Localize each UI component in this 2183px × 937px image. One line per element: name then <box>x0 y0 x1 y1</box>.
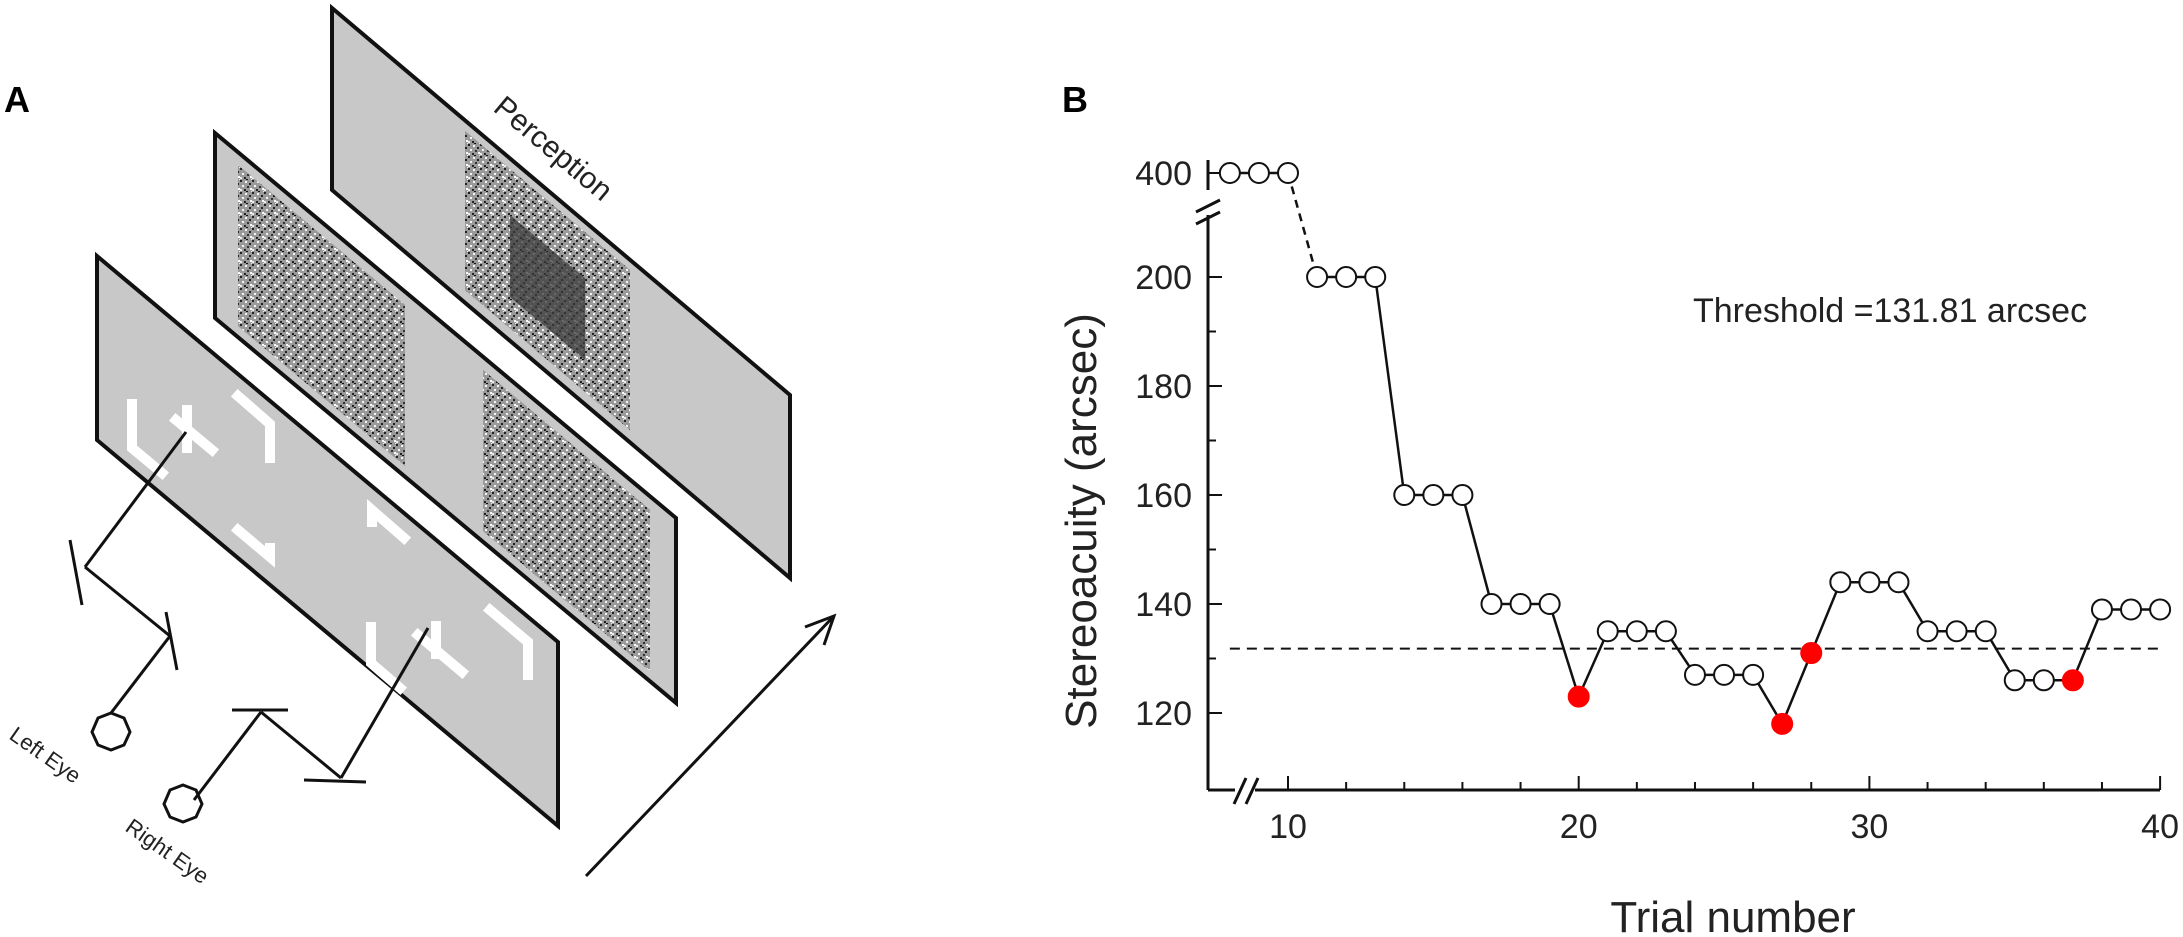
stereoacuity-chart: 120 140 160 180 200 400 10 20 30 40 Threshold =13… <box>1057 155 2179 937</box>
chart-ticks: 120 140 160 180 200 400 10 20 30 40 <box>1135 155 2179 846</box>
trial-point <box>1509 593 1532 615</box>
trial-point <box>1713 663 1736 686</box>
series-segment <box>2071 608 2104 681</box>
fixation-plane <box>95 251 560 831</box>
reversal-point <box>1800 642 1823 665</box>
y-axis-break-mark <box>1195 210 1221 226</box>
y-tick-label: 200 <box>1135 259 1192 297</box>
stereogram-plane <box>213 128 678 708</box>
series-segment <box>1810 581 1842 654</box>
y-tick-label: 400 <box>1135 155 1192 193</box>
trial-point <box>1683 663 1706 686</box>
trial-point <box>1306 266 1329 288</box>
trial-point <box>1829 571 1852 594</box>
y-axis-title: Stereoacuity (arcsec) <box>1057 313 1106 729</box>
series-segment <box>1548 603 1580 698</box>
y-tick-label: 180 <box>1135 368 1192 406</box>
series-segment <box>1373 276 1406 496</box>
trial-point <box>1277 162 1299 184</box>
trial-point <box>1858 571 1881 594</box>
series-segment <box>1577 630 1609 698</box>
trial-point <box>2120 598 2143 621</box>
trial-point <box>1451 484 1474 506</box>
x-axis-break-mark <box>1232 777 1248 805</box>
trial-point <box>1596 620 1619 643</box>
trial-point <box>2149 598 2172 621</box>
reversal-point <box>1771 712 1794 735</box>
trial-point <box>1480 593 1503 615</box>
trial-point <box>1654 620 1677 643</box>
panel-a-letter: A <box>4 79 30 120</box>
reversal-point <box>1567 685 1590 708</box>
trial-point <box>1218 162 1241 184</box>
trial-point <box>2003 669 2026 692</box>
y-tick-label: 120 <box>1135 695 1192 733</box>
x-tick-label: 40 <box>2141 808 2179 846</box>
optics-diagram <box>68 431 837 878</box>
panel-b-letter: B <box>1062 79 1088 120</box>
trial-point <box>1364 266 1387 288</box>
x-tick-label: 10 <box>1269 808 1307 846</box>
perception-plane: Perception <box>330 3 792 583</box>
trial-point <box>1393 484 1416 506</box>
x-axis-break-mark <box>1244 777 1260 805</box>
threshold-annotation: Threshold =131.81 arcsec <box>1693 292 2087 330</box>
x-axis-title: Trial number <box>1610 893 1855 937</box>
series-segment <box>1286 172 1319 278</box>
y-tick-label: 160 <box>1135 477 1192 515</box>
left-eye-label: Left Eye <box>5 722 85 789</box>
trial-point <box>2032 669 2055 692</box>
trial-point <box>1335 266 1358 288</box>
trial-point <box>2090 598 2113 621</box>
reversal-point <box>2061 669 2084 692</box>
right-eye-label: Right Eye <box>121 814 213 889</box>
trial-point <box>1742 663 1765 686</box>
trial-point <box>1422 484 1445 506</box>
series-segment <box>1461 494 1493 605</box>
trial-point <box>1887 571 1910 594</box>
x-tick-label: 20 <box>1560 808 1598 846</box>
trial-point <box>1974 620 1997 643</box>
trial-point <box>1945 620 1968 643</box>
series-segment <box>1781 652 1813 725</box>
trial-point <box>1538 593 1561 615</box>
series-lines <box>1229 171 2161 725</box>
y-tick-label: 140 <box>1135 586 1192 624</box>
series-markers <box>1218 162 2172 735</box>
y-axis-break-mark <box>1195 198 1221 214</box>
chart-axes <box>1195 160 2160 805</box>
trial-point <box>1247 162 1270 184</box>
trial-point <box>1916 620 1939 643</box>
x-tick-label: 30 <box>1850 808 1888 846</box>
trial-point <box>1625 620 1648 643</box>
